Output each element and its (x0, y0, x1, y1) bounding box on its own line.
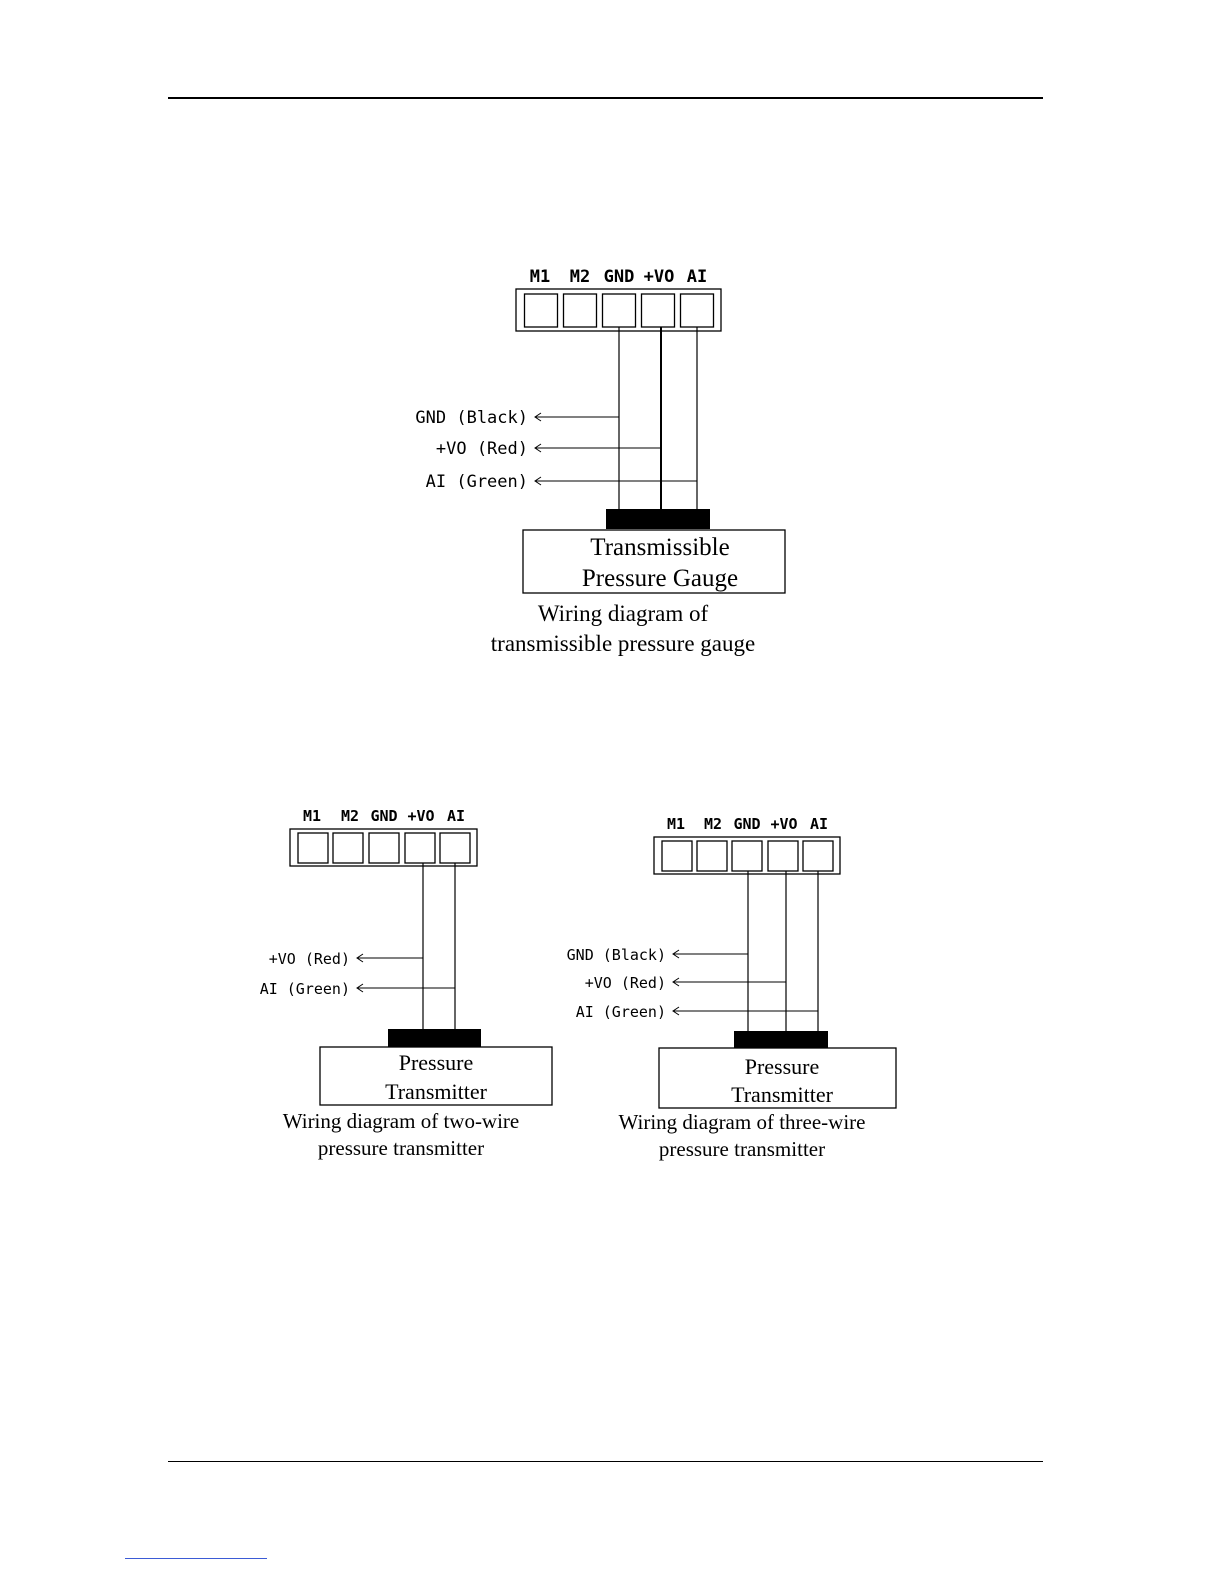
arrow-left-icon (672, 949, 680, 959)
header-rule (168, 97, 1043, 99)
terminal-cell (640, 293, 676, 328)
wire-label: AI (Green) (576, 1003, 666, 1021)
wire-label: AI (Green) (426, 472, 528, 492)
device-box (522, 529, 786, 594)
terminal-block (289, 828, 478, 867)
diagram-two-wire: M1 M2 GND +VO AI +VO (Red) AI (Green) PressureT… (260, 807, 553, 1160)
diagram-caption: Wiring diagram of two-wire (283, 1109, 520, 1133)
wire-label: +VO (Red) (269, 950, 350, 968)
terminal-cell (802, 840, 834, 872)
terminal-label: M2 (570, 267, 590, 287)
terminal-label: GND (604, 267, 635, 287)
device-box (658, 1047, 897, 1109)
terminal-cell (297, 832, 329, 864)
terminal-cell (601, 293, 637, 328)
terminal-label: GND (733, 815, 760, 833)
device-label: Pressure Gauge (582, 565, 738, 592)
terminal-cell (661, 840, 693, 872)
wire-label: +VO (Red) (585, 974, 666, 992)
terminal-cell (523, 293, 559, 328)
terminal-label: M1 (667, 815, 685, 833)
arrow-left-icon (534, 412, 542, 422)
terminal-block (515, 288, 722, 332)
device-label: Transmitter (385, 1079, 488, 1104)
terminal-cell (731, 840, 763, 872)
terminal-cell (562, 293, 598, 328)
diagram-caption: Wiring diagram of (538, 601, 709, 626)
terminal-label: +VO (407, 807, 434, 825)
terminal-block (653, 836, 841, 875)
terminal-cell (767, 840, 799, 872)
arrow-left-icon (534, 443, 542, 453)
arrow-left-icon (534, 476, 542, 486)
terminal-cell (696, 840, 728, 872)
device-label: Pressure (399, 1050, 474, 1075)
footer-link-underline (125, 1558, 267, 1559)
terminal-cell (404, 832, 436, 864)
terminal-label: M2 (704, 815, 722, 833)
wire-label: AI (Green) (260, 980, 350, 998)
terminal-label: GND (370, 807, 397, 825)
terminal-label: AI (447, 807, 465, 825)
terminal-cell (368, 832, 400, 864)
cable-plug (388, 1029, 481, 1047)
wire-label: GND (Black) (567, 946, 666, 964)
device-box (319, 1046, 553, 1106)
diagram-caption: pressure transmitter (659, 1137, 825, 1161)
arrow-left-icon (356, 983, 364, 993)
terminal-cell (332, 832, 364, 864)
terminal-label: +VO (644, 267, 675, 287)
device-label: Transmitter (731, 1082, 834, 1107)
footer-rule (168, 1461, 1043, 1462)
diagram-three-wire: M1 M2 GND +VO AI GND (Black) +VO (Red) AI (Gree… (567, 815, 897, 1161)
diagram-caption: Wiring diagram of three-wire (619, 1110, 866, 1134)
terminal-label: AI (687, 267, 707, 287)
diagram-gauge: M1 M2 GND +VO AI GND (Black) +VO (Red) AI (Gree… (415, 267, 786, 656)
arrow-left-icon (672, 1006, 680, 1016)
diagram-caption: transmissible pressure gauge (491, 631, 755, 656)
terminal-label: +VO (770, 815, 797, 833)
terminal-cell (439, 832, 471, 864)
arrow-left-icon (356, 953, 364, 963)
cable-plug (606, 509, 710, 529)
terminal-cell (679, 293, 715, 328)
device-label: Pressure (745, 1054, 820, 1079)
cable-plug (734, 1031, 828, 1048)
diagram-caption: pressure transmitter (318, 1136, 484, 1160)
terminal-label: AI (810, 815, 828, 833)
terminal-label: M1 (303, 807, 321, 825)
wire-label: GND (Black) (415, 408, 528, 428)
terminal-label: M1 (530, 267, 550, 287)
terminal-label: M2 (341, 807, 359, 825)
wire-label: +VO (Red) (436, 439, 528, 459)
arrow-left-icon (672, 977, 680, 987)
device-label: Transmissible (590, 534, 729, 561)
